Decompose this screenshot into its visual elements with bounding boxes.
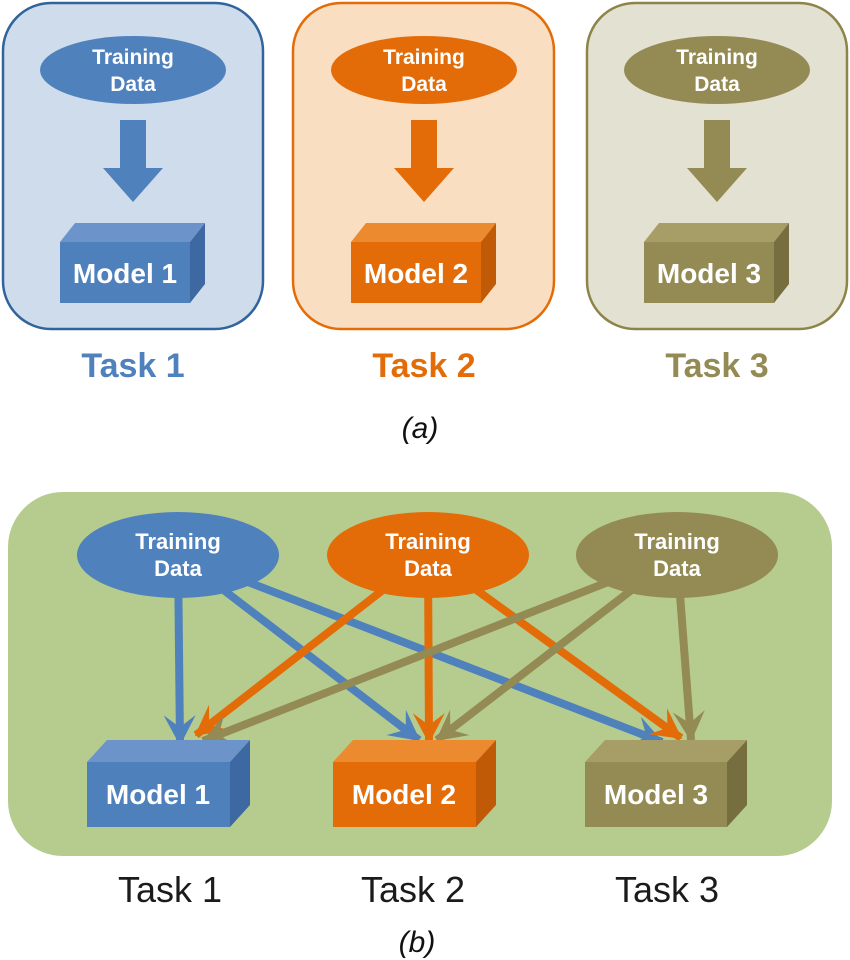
training-data-label-line1: Training [634,529,720,554]
panel-task-1: Training Data Model 1 Task 1 [1,1,265,385]
training-data-label-line2: Data [653,556,701,581]
task-label-2: Task 2 [372,347,475,385]
model-label-2: Model 2 [352,779,456,810]
edge-data1-model3 [176,551,664,747]
model-box-front-2 [333,762,476,827]
model-box-front-3 [644,242,774,303]
model-box-side-1 [190,223,205,303]
down-arrow-icon-1 [103,120,163,202]
panel-task-2: Training Data Model 2 Task 2 [291,1,556,385]
training-data-ellipse-2 [327,512,529,598]
multi-task-learning-figure: Training Data Training Data Training Dat… [8,492,832,959]
model-box-side-3 [727,740,747,827]
model-box-side-1 [230,740,250,827]
caption-b: (b) [399,926,436,959]
model-box-front-3 [585,762,727,827]
training-data-label-line1: Training [385,529,471,554]
training-data-label-line2: Data [154,556,202,581]
model-box-top-1 [87,740,250,762]
training-data-label-line2: Data [110,73,156,96]
model-label-1: Model 1 [106,779,210,810]
model-label-3: Model 3 [604,779,708,810]
mtl-task-label-2: Task 2 [361,869,465,910]
panel-task-3: Training Data Model 3 Task 3 [585,1,849,385]
model-label-1: Model 1 [73,258,177,289]
training-data-label-line1: Training [135,529,221,554]
task-label-1: Task 1 [81,347,184,385]
training-data-ellipse-1 [40,36,226,104]
mtl-model-2: Model 2 [333,740,496,827]
training-data-label-line2: Data [694,73,740,96]
edge-data3-model1 [201,551,679,746]
model-box-top-1 [60,223,205,242]
mtl-training-data-1: Training Data [77,512,279,598]
model-box-front-1 [87,762,230,827]
training-data-label-line1: Training [383,46,465,69]
training-data-ellipse-2 [331,36,517,104]
caption-a: (a) [402,412,439,445]
mtl-model-1: Model 1 [87,740,250,827]
down-arrow-icon-2 [394,120,454,202]
model-label-2: Model 2 [364,258,468,289]
model-box-top-3 [585,740,747,762]
model-box-side-3 [774,223,789,303]
mtl-task-label-3: Task 3 [615,869,719,910]
training-data-ellipse-1 [77,512,279,598]
model-box-front-1 [60,242,190,303]
down-arrow-icon-3 [687,120,747,202]
training-data-label-line1: Training [92,46,174,69]
task-label-3: Task 3 [665,347,768,385]
mtl-training-data-2: Training Data [327,512,529,598]
model-box-top-3 [644,223,789,242]
training-data-label-line2: Data [404,556,452,581]
model-box-side-2 [476,740,496,827]
model-label-3: Model 3 [657,258,761,289]
model-box-top-2 [333,740,496,762]
training-data-label-line2: Data [401,73,447,96]
training-data-ellipse-3 [624,36,810,104]
single-task-learning-figure: Training Data Model 1 Task 1 Training Da… [1,1,849,445]
training-data-ellipse-3 [576,512,778,598]
mtl-model-3: Model 3 [585,740,747,827]
model-box-side-2 [481,223,496,303]
training-data-label-line1: Training [676,46,758,69]
mtl-training-data-3: Training Data [576,512,778,598]
model-box-front-2 [351,242,481,303]
mtl-task-label-1: Task 1 [118,869,222,910]
model-box-top-2 [351,223,496,242]
